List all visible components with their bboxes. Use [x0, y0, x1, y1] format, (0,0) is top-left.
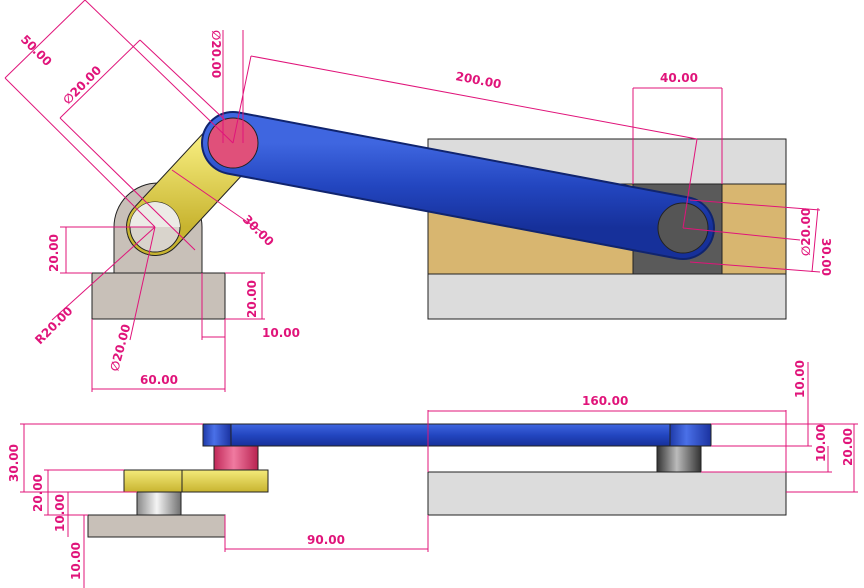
dim-base-radius-label: R20.00	[32, 304, 75, 347]
side-base	[87, 514, 226, 538]
connecting-rod	[203, 113, 713, 258]
dim-side-crank-height: 20.00	[31, 469, 124, 516]
side-slider-pin	[656, 445, 702, 473]
dim-crank-length-label: 50.00	[18, 32, 55, 69]
dim-base-offset: 10.00	[201, 273, 300, 340]
dim-side-rod-thick-label: 10.00	[793, 360, 807, 398]
dim-side-rod-thick: 10.00	[711, 360, 812, 447]
dim-rod-length-label: 200.00	[454, 69, 502, 91]
dim-side-guide-height-label: 20.00	[841, 428, 855, 466]
dim-rod-pin-dia-label: ∅20.00	[209, 30, 223, 78]
dim-slider-length: 40.00	[632, 71, 723, 184]
dim-base-offset-label: 10.00	[262, 326, 300, 340]
dim-slider-pin-dia-label: ∅20.00	[799, 208, 813, 256]
dim-side-base-thick-label: 10.00	[69, 542, 83, 580]
dim-base-pin-height-label: 20.00	[47, 234, 61, 272]
dim-base-pin-height: 20.00	[47, 226, 155, 274]
dim-guide-length-label: 160.00	[582, 394, 628, 408]
dim-slider-height: 30.00	[689, 199, 833, 276]
dim-side-base-thick: 10.00	[69, 515, 85, 588]
side-rod	[202, 423, 712, 447]
dim-crank-pin-dia-label: ∅20.00	[60, 63, 104, 107]
dim-side-offset-label: 90.00	[307, 533, 345, 547]
dim-base-height: 20.00	[225, 272, 265, 320]
dim-slider-length-label: 40.00	[660, 71, 698, 85]
dim-side-rod-gap-label: 10.00	[814, 424, 828, 462]
side-crank-pin	[213, 445, 259, 471]
dim-side-offset: 90.00	[224, 515, 429, 552]
dim-guide-length: 160.00	[427, 394, 787, 472]
dim-side-crank-height-label: 20.00	[31, 474, 45, 512]
dim-base-width-label: 60.00	[140, 373, 178, 387]
dim-side-guide-height: 20.00	[786, 423, 858, 493]
dim-slider-height-label: 30.00	[819, 238, 833, 276]
dim-base-height-label: 20.00	[245, 280, 259, 318]
dim-base-width: 60.00	[91, 319, 226, 392]
dim-rod-length: 200.00	[232, 55, 698, 229]
base-plate	[91, 272, 226, 320]
dim-base-hole-dia-label: ∅20.00	[107, 323, 133, 373]
dim-rod-pin-dia: ∅20.00	[209, 30, 244, 143]
side-base-pin	[136, 490, 182, 516]
dim-side-base-gap: 10.00	[53, 491, 137, 537]
dim-slider-pin-dia: ∅20.00	[682, 208, 813, 256]
dim-side-total-height-label: 30.00	[7, 444, 21, 482]
dim-side-rod-gap: 10.00	[701, 424, 832, 473]
dim-link-width-label: 30.00	[240, 212, 277, 249]
dim-side-base-gap-label: 10.00	[53, 494, 67, 532]
side-guide	[427, 471, 787, 516]
